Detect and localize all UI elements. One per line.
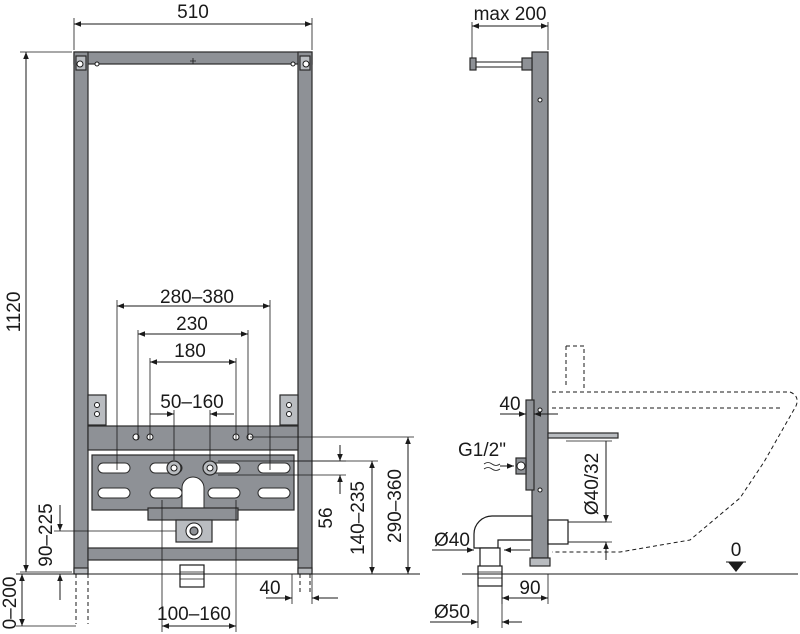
dim-drain-diameter: Ø50 — [434, 602, 470, 623]
dim-top-bar-height: 290–360 — [385, 469, 406, 543]
dim-axis-spacing-max: 280–380 — [160, 287, 234, 308]
front-view-dimensions: 510 1120 280–380 230 180 50–160 56 140–2… — [0, 2, 420, 632]
dim-leg-height: 0–200 — [0, 577, 21, 630]
dim-axis-spacing-min: 180 — [174, 341, 206, 362]
dim-waste-height: 90–225 — [36, 503, 57, 566]
label-water-connection: G1/2" — [458, 440, 506, 461]
dim-water-outlet-spacing: 50–160 — [160, 392, 223, 413]
dim-foot-offset: 40 — [259, 578, 280, 599]
label-floor-level: 0 — [731, 540, 742, 561]
bidet-outline — [552, 345, 798, 553]
dim-outlet-diameter: Ø40/32 — [582, 453, 603, 515]
dim-frame-width: 510 — [177, 2, 209, 23]
dim-bracket-offset: 40 — [499, 394, 520, 415]
side-view-frame — [469, 51, 619, 587]
front-view-frame — [73, 51, 313, 624]
dim-frame-height: 1120 — [4, 292, 25, 333]
dim-waste-diameter: Ø40 — [434, 530, 470, 551]
dim-max-depth: max 200 — [474, 4, 547, 25]
dim-axis-spacing-mid: 230 — [176, 314, 208, 335]
dim-outlet-height-small: 56 — [316, 507, 337, 528]
dim-outlet-height-range: 140–235 — [348, 481, 369, 555]
side-view-dimensions: max 200 40 G1/2" Ø40/32 Ø40 0 90 Ø50 — [430, 4, 798, 628]
dim-floor-offset: 90 — [519, 578, 540, 599]
dim-waste-width: 100–160 — [157, 604, 231, 625]
